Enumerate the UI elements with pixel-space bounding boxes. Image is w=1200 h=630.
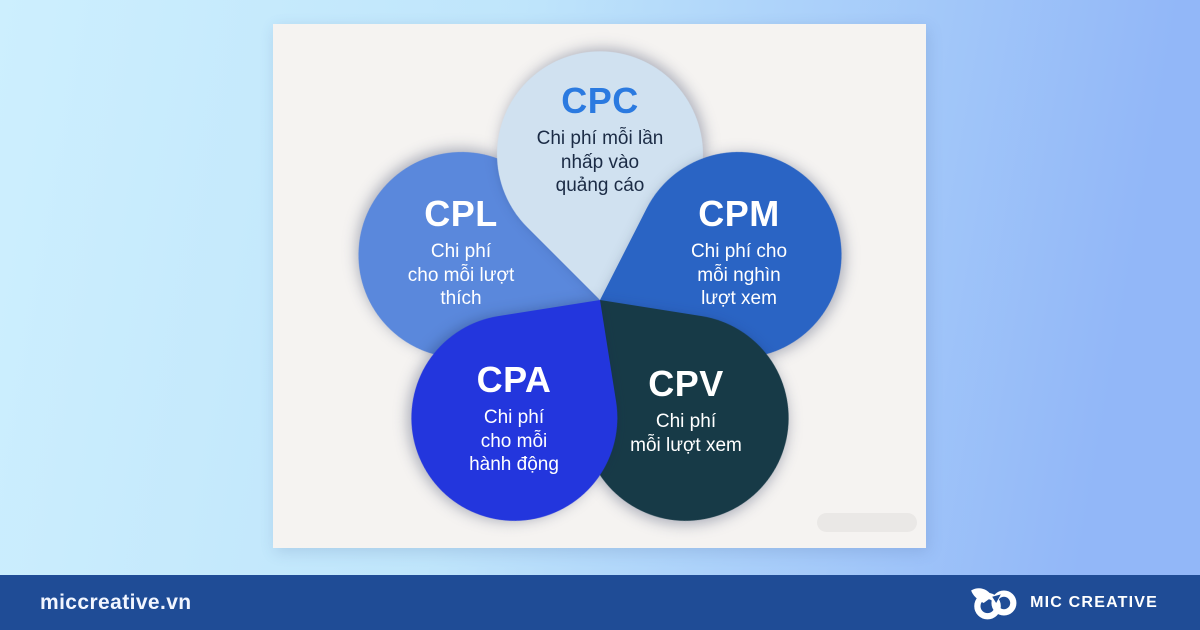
petal-cpv-label: CPV Chi phí mỗi lượt xem xyxy=(591,363,781,457)
petal-cpm-title: CPM xyxy=(698,193,780,235)
petal-cpl-desc: Chi phí cho mỗi lượt thích xyxy=(407,241,515,310)
brand-block: MIC CREATIVE xyxy=(968,584,1158,622)
site-url: miccreative.vn xyxy=(40,590,192,614)
infographic-card: CPC Chi phí mỗi lần nhấp vào quảng cáo C… xyxy=(273,8,926,548)
petal-cpa-label: CPA Chi phí cho mỗi hành động xyxy=(419,359,609,477)
petal-cpl-title: CPL xyxy=(424,193,498,235)
petal-cpc-label: CPC Chi phí mỗi lần nhấp vào quảng cáo xyxy=(505,80,695,198)
watermark-pill xyxy=(817,513,917,532)
brand-name: MIC CREATIVE xyxy=(1030,593,1158,611)
petal-cpl-label: CPL Chi phí cho mỗi lượt thích xyxy=(366,193,556,311)
petal-cpc-desc: Chi phí mỗi lần nhấp vào quảng cáo xyxy=(536,128,664,197)
petal-cpm-desc: Chi phí cho mỗi nghìn lượt xem xyxy=(690,241,788,310)
footer-bar: miccreative.vn MIC CREATIVE xyxy=(0,575,1200,630)
petal-cpv-title: CPV xyxy=(648,362,724,404)
petal-cpv-desc: Chi phí mỗi lượt xem xyxy=(630,410,742,456)
petal-cpm-label: CPM Chi phí cho mỗi nghìn lượt xem xyxy=(644,193,834,311)
petal-cpa-title: CPA xyxy=(476,359,552,401)
knot-infinity-icon xyxy=(968,584,1018,622)
petal-cpa-desc: Chi phí cho mỗi hành động xyxy=(469,407,559,476)
petal-cpc-title: CPC xyxy=(561,80,639,122)
